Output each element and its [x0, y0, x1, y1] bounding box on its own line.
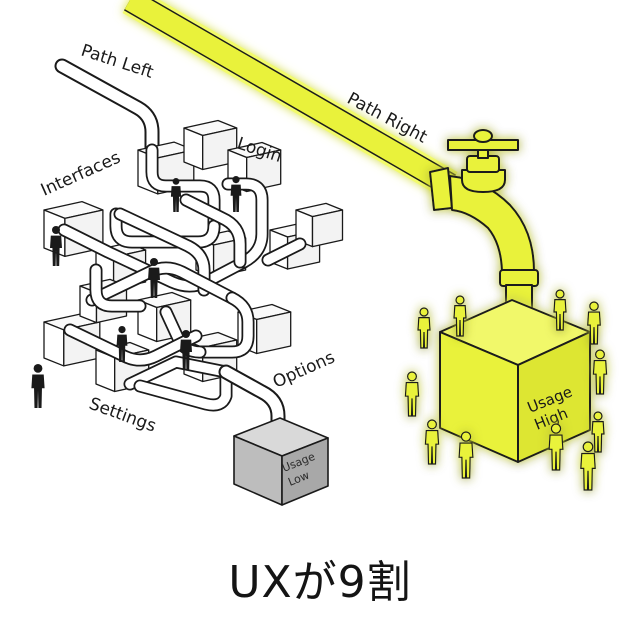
person-icon	[417, 307, 431, 349]
maze-pipe-segment	[179, 193, 247, 269]
person-icon	[31, 364, 45, 408]
maze-pipe-segment	[109, 207, 221, 249]
label-settings: Settings	[86, 394, 158, 437]
person-icon	[548, 423, 564, 471]
usage-low-box	[233, 417, 329, 506]
person-icon	[50, 226, 62, 266]
maze-pipe-segment	[145, 143, 221, 233]
label-options: Options	[270, 348, 338, 393]
maze-pipe-segment	[123, 355, 233, 391]
person-icon	[170, 178, 182, 212]
usage-low-pipe	[218, 364, 286, 438]
person-icon	[592, 349, 608, 395]
person-icon	[553, 289, 567, 331]
person-icon	[180, 330, 192, 370]
person-icon	[458, 431, 474, 479]
person-icon	[230, 176, 242, 212]
maze-pipe-segment	[89, 263, 147, 313]
usage-high-box	[439, 299, 591, 463]
headline-title: UXが9割	[228, 557, 412, 608]
label-interfaces: Interfaces	[38, 148, 124, 201]
wire-cube	[295, 202, 344, 248]
maze-pipe-segment	[193, 291, 255, 359]
person-icon	[404, 371, 420, 417]
person-icon	[587, 301, 601, 345]
person-icon	[116, 326, 128, 362]
crowd-group	[404, 289, 608, 491]
person-icon	[580, 441, 596, 491]
maze-people-group	[31, 176, 242, 408]
path-right-pipe	[122, 0, 458, 198]
person-icon	[424, 419, 440, 465]
person-icon	[453, 295, 467, 337]
path-left-pipe	[54, 58, 160, 158]
person-icon	[591, 411, 605, 453]
maze-pipe-segment	[261, 237, 307, 267]
maze-pipe-segment	[221, 177, 269, 269]
maze-pipe-segment	[113, 207, 211, 297]
person-icon	[148, 258, 160, 298]
maze-pipe-segment	[133, 365, 233, 412]
